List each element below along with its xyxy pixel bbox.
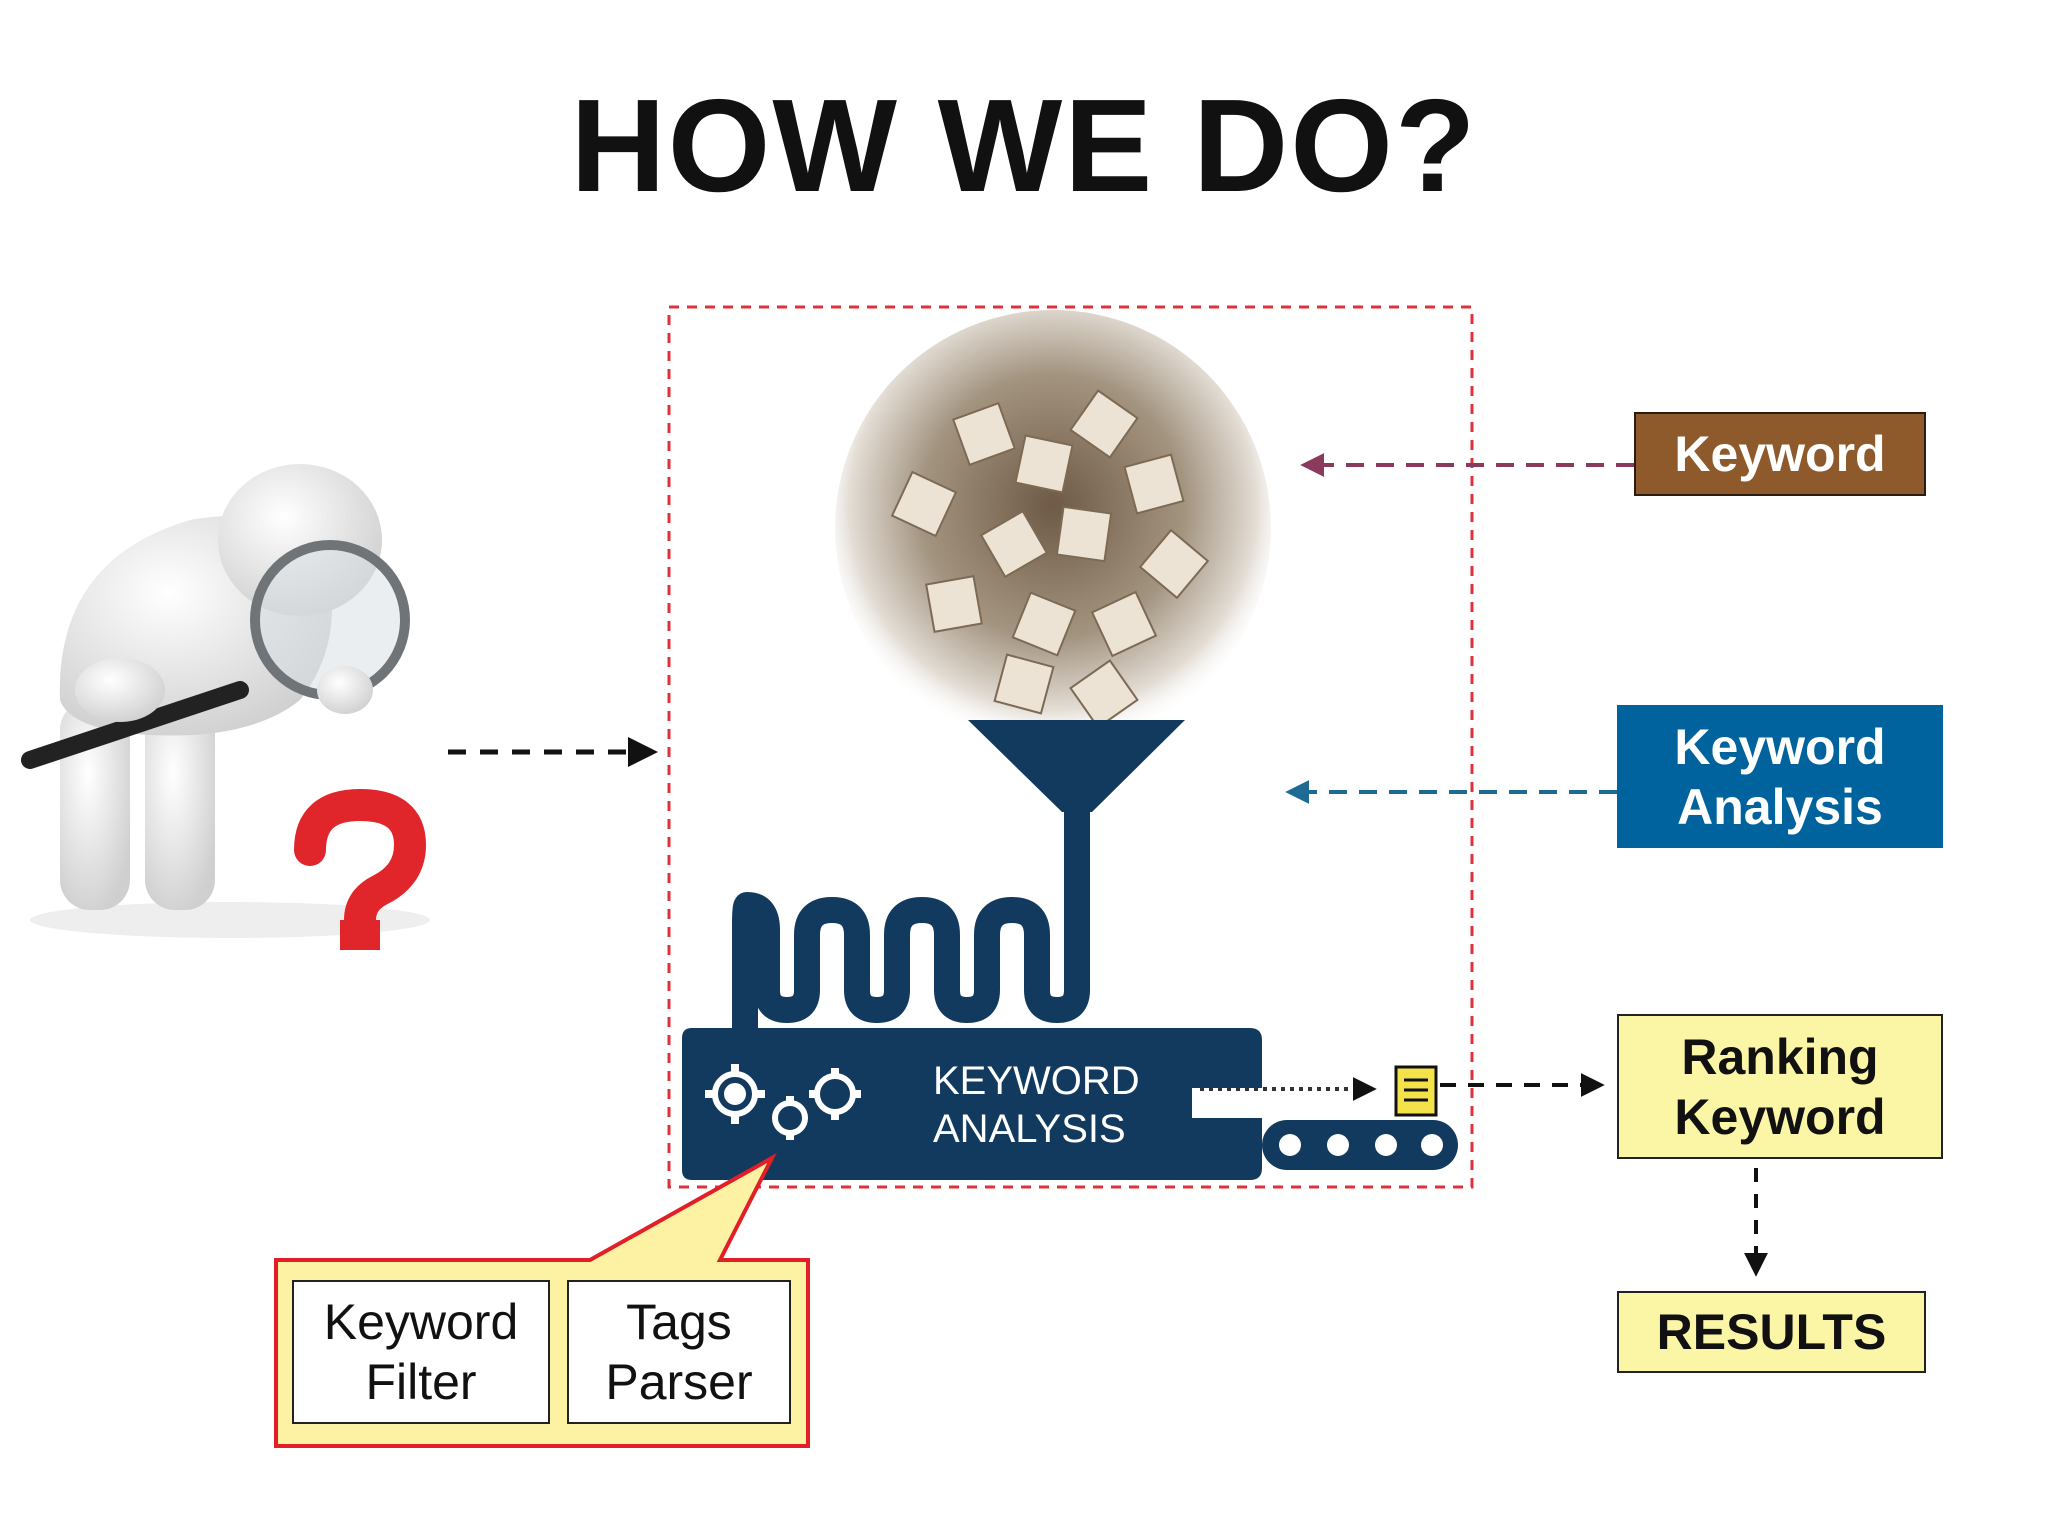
funnel-icon	[968, 720, 1185, 965]
ranking-keyword-line2: Keyword	[1674, 1088, 1886, 1145]
ranking-keyword-line1: Ranking	[1681, 1028, 1879, 1085]
analysis-frame	[667, 305, 1474, 1189]
document-icon	[1394, 1065, 1438, 1117]
results-label-box: RESULTS	[1617, 1291, 1926, 1373]
keyword-analysis-machine: KEYWORD ANALYSIS	[682, 1028, 1262, 1180]
results-label: RESULTS	[1656, 1304, 1887, 1360]
conveyor-belt-icon	[1262, 1120, 1458, 1170]
keyword-label: Keyword	[1674, 426, 1886, 482]
keyword-analysis-label-box: Keyword Analysis	[1617, 705, 1943, 848]
tags-parser-line2: Parser	[605, 1354, 753, 1410]
page-title: HOW WE DO?	[570, 72, 1478, 219]
keyword-analysis-line1: Keyword	[1674, 718, 1886, 775]
keyword-filter-line2: Filter	[365, 1354, 477, 1410]
pipe	[732, 892, 1090, 1040]
letter-tiles-sphere-icon	[835, 310, 1271, 746]
person-with-magnifier-icon	[21, 464, 430, 938]
tags-parser-line1: Tags	[626, 1294, 732, 1350]
keyword-filter-cell: Keyword Filter	[292, 1280, 550, 1424]
gears-icon	[705, 1064, 861, 1140]
tags-parser-cell: Tags Parser	[567, 1280, 791, 1424]
machine-label-line2: ANALYSIS	[933, 1107, 1126, 1151]
keyword-analysis-line2: Analysis	[1677, 778, 1883, 835]
keyword-label-box: Keyword	[1634, 412, 1926, 496]
keyword-filter-line1: Keyword	[323, 1294, 519, 1350]
question-mark-icon	[294, 788, 427, 950]
ranking-keyword-label-box: Ranking Keyword	[1617, 1014, 1943, 1159]
machine-label-line1: KEYWORD	[933, 1059, 1140, 1103]
